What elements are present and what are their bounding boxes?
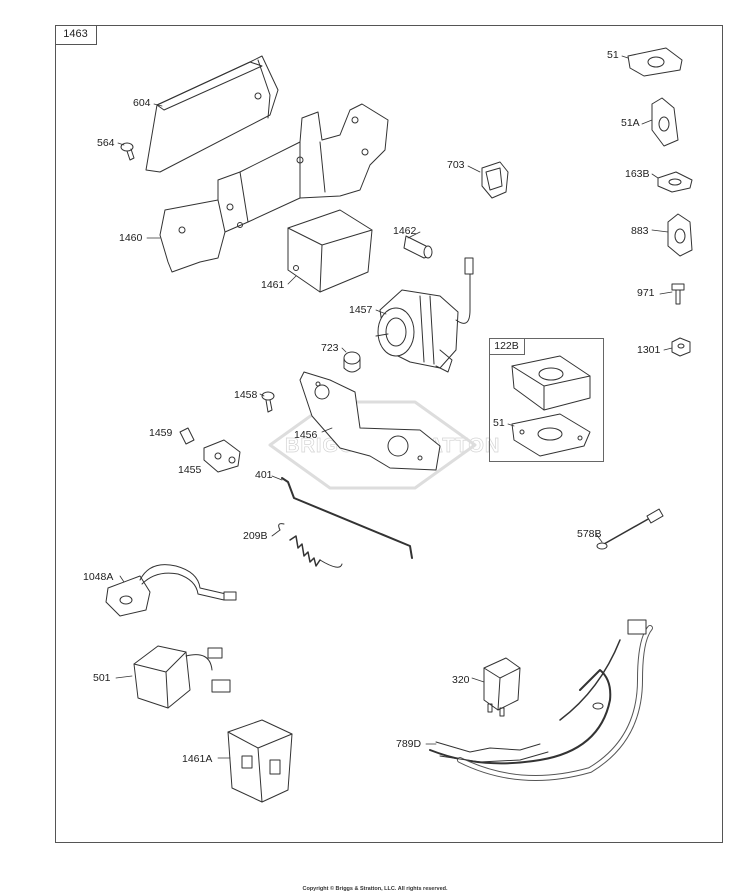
- part-51a-gasket: [651, 97, 679, 147]
- callout-401: 401: [255, 469, 273, 481]
- part-1461a-holder: [227, 719, 293, 803]
- callout-1459: 1459: [149, 427, 173, 439]
- kit-frame: [489, 338, 604, 462]
- part-723-spacer: [343, 351, 361, 373]
- callout-1462: 1462: [393, 225, 417, 237]
- callout-578b: 578B: [577, 528, 602, 540]
- assembly-label: 1463: [55, 25, 97, 45]
- part-1048a-switch: [105, 564, 237, 617]
- callout-604: 604: [133, 97, 151, 109]
- callout-1301: 1301: [637, 344, 661, 356]
- callout-723: 723: [321, 342, 339, 354]
- callout-883: 883: [631, 225, 649, 237]
- part-1456-plate: [299, 371, 441, 471]
- part-578b-ground-wire: [596, 508, 664, 550]
- callout-1461a: 1461A: [182, 753, 213, 765]
- part-122b-spacer: [511, 355, 591, 411]
- callout-1457: 1457: [349, 304, 373, 316]
- part-703-clip: [481, 161, 509, 199]
- part-1462-bolt: [403, 235, 433, 259]
- part-1301-nut: [671, 337, 691, 357]
- callout-163b: 163B: [625, 168, 650, 180]
- callout-51-kit: 51: [493, 417, 505, 429]
- callout-564: 564: [97, 137, 115, 149]
- callout-971: 971: [637, 287, 655, 299]
- copyright-notice: Copyright © Briggs & Stratton, LLC. All …: [302, 886, 448, 892]
- part-163b-gasket: [657, 171, 693, 193]
- kit-label: 122B: [489, 338, 525, 355]
- part-971-bolt: [671, 283, 685, 305]
- callout-51: 51: [607, 49, 619, 61]
- part-1459-pin: [179, 427, 195, 445]
- part-320-relay: [483, 657, 521, 717]
- part-401-link-rod: [281, 477, 413, 559]
- part-789d-wiring-harness: [429, 619, 653, 781]
- callout-1455: 1455: [178, 464, 202, 476]
- part-1460-bracket: [159, 103, 389, 273]
- part-1458-screw: [261, 391, 275, 413]
- callout-320: 320: [452, 674, 470, 686]
- callout-209b: 209B: [243, 530, 268, 542]
- part-1461-module: [287, 209, 373, 293]
- part-501-regulator: [133, 645, 231, 709]
- leader-lines: [115, 55, 673, 759]
- part-1455-block: [203, 439, 241, 473]
- part-1457-starter-motor: [375, 257, 474, 373]
- callout-703: 703: [447, 159, 465, 171]
- callout-1460: 1460: [119, 232, 143, 244]
- part-883-gasket: [667, 213, 693, 257]
- part-564-screw: [120, 142, 135, 161]
- callout-51a: 51A: [621, 117, 640, 129]
- callout-1458: 1458: [234, 389, 258, 401]
- part-51-kit-gasket: [511, 413, 591, 457]
- callout-789d: 789D: [396, 738, 422, 750]
- callout-1461: 1461: [261, 279, 285, 291]
- part-209b-spring: [278, 523, 343, 568]
- part-604-bracket: [145, 55, 279, 173]
- callout-501: 501: [93, 672, 111, 684]
- callout-1456: 1456: [294, 429, 318, 441]
- part-51-gasket: [627, 47, 683, 77]
- diagram-frame: [55, 25, 723, 843]
- callout-1048a: 1048A: [83, 571, 114, 583]
